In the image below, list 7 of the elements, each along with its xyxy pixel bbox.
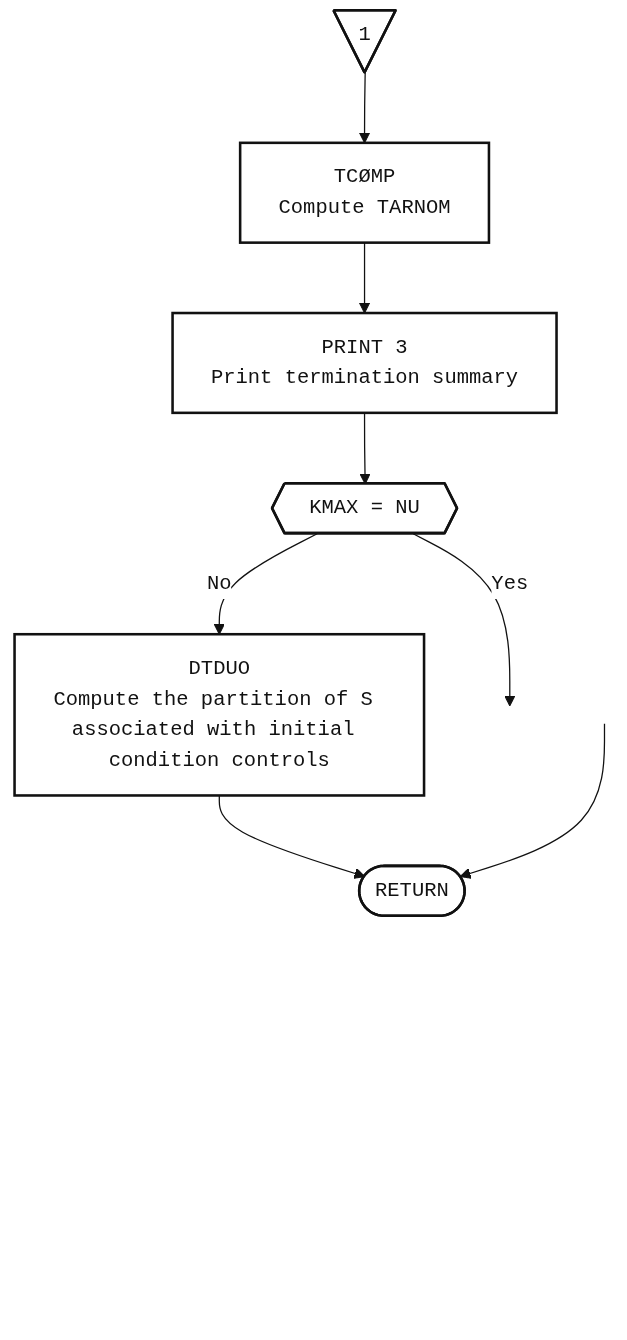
node-box: TCØMP Compute TARNOM [238,141,490,244]
node-box: DTDUO Compute the partition of S associated with initial condition controls [12,632,425,797]
edge-label: Yes [490,572,528,596]
arrow [358,242,370,314]
edge-label: No [206,572,232,596]
arrow [459,723,605,879]
node-box: PRINT 3 Print termination summary [170,311,558,415]
